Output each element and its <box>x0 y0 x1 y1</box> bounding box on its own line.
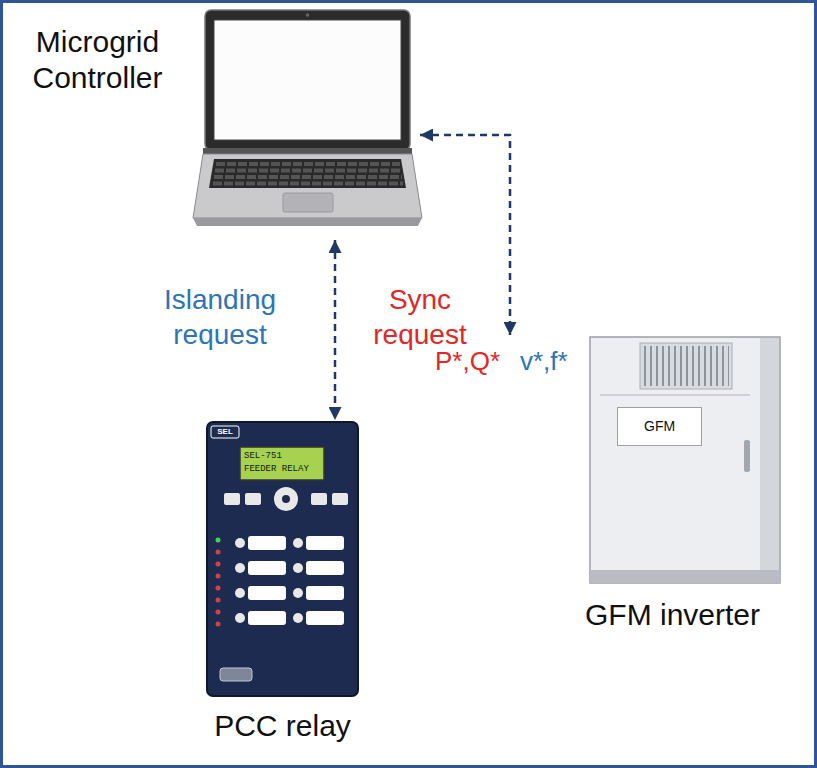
dashed-connector <box>334 240 337 420</box>
relay-key-label <box>248 586 286 600</box>
relay-pushbutton <box>293 538 303 548</box>
relay-faceplate <box>207 422 358 696</box>
inverter-side <box>760 338 779 582</box>
relay-led <box>216 538 221 543</box>
laptop-picture <box>193 10 422 226</box>
device-tag: GFM <box>617 407 702 446</box>
relay-led <box>216 574 221 579</box>
inverter-plinth <box>590 570 780 583</box>
key-row <box>216 162 400 166</box>
relay-led <box>216 586 221 591</box>
relay-button <box>311 493 327 505</box>
relay-pushbutton <box>235 613 245 623</box>
relay-key-label <box>306 586 344 600</box>
key-row <box>215 169 401 173</box>
display-text: FEEDER RELAY <box>244 464 309 475</box>
dashed-connector <box>420 135 510 335</box>
relay-arrow-pad-center <box>282 495 290 503</box>
signal-label: Sync request <box>345 282 495 352</box>
relay-led <box>216 562 221 567</box>
controller-node: Microgrid Controller <box>195 8 420 240</box>
relay-button <box>224 493 240 505</box>
relay-logo-box <box>211 426 239 438</box>
relay-key-label <box>248 561 286 575</box>
relay-key-label <box>306 611 344 625</box>
laptop-hinge <box>203 148 412 154</box>
signal-label: Islanding request <box>125 282 315 352</box>
relay-pushbutton <box>235 588 245 598</box>
relay-button <box>245 493 261 505</box>
relay-led <box>216 622 221 627</box>
relay-node: PCC relay <box>205 420 360 698</box>
inverter-cabinet <box>590 337 780 583</box>
relay-pushbutton <box>235 563 245 573</box>
laptop-touchpad <box>283 193 333 212</box>
relay-arrow-pad <box>274 487 298 511</box>
laptop-lid <box>205 10 410 150</box>
relay-pushbutton <box>293 563 303 573</box>
inverter-vent <box>640 343 732 389</box>
node-heading: PCC relay <box>160 708 405 744</box>
relay-key-label <box>248 611 286 625</box>
setpoint-label: v*,f* <box>520 345 568 378</box>
relay-picture <box>207 422 358 696</box>
relay-display <box>240 447 324 480</box>
key-row <box>213 182 403 186</box>
relay-key-label <box>248 536 286 550</box>
relay-pushbutton <box>293 613 303 623</box>
relay-led <box>216 598 221 603</box>
display-text: SEL-751 <box>244 451 282 462</box>
laptop-base <box>193 154 422 218</box>
door-handle <box>744 440 750 472</box>
relay-button <box>332 493 348 505</box>
brand-logo: SEL <box>211 427 239 437</box>
relay-key-label <box>306 561 344 575</box>
node-heading: GFM inverter <box>565 597 780 633</box>
node-heading: Microgrid Controller <box>5 24 190 96</box>
inverter-picture <box>590 337 780 583</box>
laptop-screen <box>214 20 401 140</box>
laptop-keyboard <box>209 159 406 188</box>
relay-key-label <box>306 536 344 550</box>
vent-slats <box>644 346 729 386</box>
relay-led <box>216 550 221 555</box>
relay-pushbutton <box>235 538 245 548</box>
setpoint-label: P*,Q* <box>395 345 500 378</box>
laptop-camera <box>306 13 310 17</box>
relay-pushbutton <box>293 588 303 598</box>
inverter-node: GFMGFM inverter <box>500 335 785 590</box>
laptop-front-edge <box>193 218 422 226</box>
key-row <box>214 175 402 179</box>
relay-serial-port <box>220 668 252 681</box>
door-seam <box>600 394 750 396</box>
relay-led <box>216 610 221 615</box>
